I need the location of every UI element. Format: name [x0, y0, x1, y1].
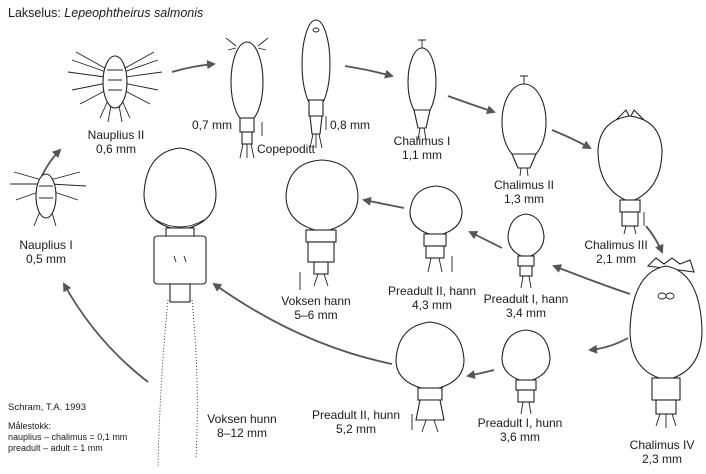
- scale-legend: Målestokk: nauplius – chalimus = 0,1 mm …: [8, 421, 127, 454]
- stage-size: 4,3 mm: [411, 298, 452, 312]
- label-copepodid-size-a: 0,7 mm: [192, 118, 233, 132]
- stage-name: Copepoditt: [256, 142, 316, 156]
- stage-name: Voksen hann: [281, 294, 351, 308]
- chalimus-iii-drawing: [597, 109, 663, 235]
- stage-name: Chalimus IV: [629, 438, 695, 452]
- stage-size: 2,3 mm: [641, 452, 682, 466]
- label-chalimus-ii: Chalimus II 1,3 mm: [494, 178, 554, 206]
- scale-heading: Målestokk:: [8, 421, 52, 431]
- label-nauplius-ii: Nauplius II 0,6 mm: [88, 128, 145, 156]
- voksen-hann-drawing: [285, 159, 359, 290]
- stage-size: 1,1 mm: [401, 148, 442, 162]
- label-copepoditt: Copepoditt: [257, 142, 315, 156]
- preadult-i-hann-drawing: [507, 213, 545, 289]
- label-chalimus-iii: Chalimus III 2,1 mm: [584, 238, 647, 266]
- chalimus-ii-drawing: [501, 75, 547, 177]
- diagram-title: Lakselus: Lepeophtheirus salmonis: [8, 6, 203, 20]
- stage-name: Preadult II, hunn: [311, 408, 401, 422]
- arrow-chalimus-i-to-ii: [447, 95, 496, 115]
- arrow-preadult-i-to-ii-hunn: [466, 369, 495, 379]
- stage-name: Preadult II, hann: [387, 284, 477, 298]
- stage-size: 0,5 mm: [25, 252, 66, 266]
- stage-size: 8–12 mm: [216, 426, 268, 440]
- arrow-nauplius-ii-to-copepodid: [171, 60, 216, 73]
- chalimus-iv-drawing: [629, 257, 703, 428]
- stage-size: 1,3 mm: [503, 192, 544, 206]
- arrow-chalimus-iii-to-iv: [645, 225, 664, 254]
- stage-size: 3,4 mm: [505, 306, 547, 320]
- species-name: Lepeophtheirus salmonis: [64, 6, 204, 20]
- stage-name: Chalimus III: [584, 238, 648, 252]
- preadult-i-hunn-drawing: [501, 329, 551, 415]
- arrow-voksen-hunn-to-nauplius-i: [63, 282, 149, 383]
- stage-size: 5,2 mm: [335, 422, 376, 436]
- arrow-chalimus-iv-to-preadult-i-hunn: [588, 337, 629, 354]
- nauplius-i-drawing: [10, 171, 87, 227]
- label-chalimus-iv: Chalimus IV 2,3 mm: [630, 438, 695, 466]
- cycle-arrows: [39, 60, 664, 383]
- scale-line-preadult-adult: preadult – adult = 1 mm: [8, 443, 103, 453]
- arrow-chalimus-iv-to-preadult-i-hann: [552, 264, 631, 295]
- stage-size: 3,6 mm: [499, 430, 541, 444]
- preadult-ii-hann-drawing: [409, 185, 463, 273]
- chalimus-i-drawing: [407, 39, 437, 141]
- arrow-copepodid-to-chalimus-i: [344, 65, 394, 79]
- voksen-hunn-drawing: [143, 147, 217, 467]
- stage-size: 0,6 mm: [95, 142, 137, 156]
- label-preadult-ii-hann: Preadult II, hann 4,3 mm: [388, 284, 476, 312]
- stage-size: 5–6 mm: [294, 308, 338, 322]
- preadult-ii-hunn-drawing: [395, 321, 465, 433]
- stage-size: 2,1 mm: [595, 252, 637, 266]
- stage-name: Preadult I, hunn: [477, 416, 563, 430]
- stage-name: Voksen hunn: [207, 412, 277, 426]
- label-voksen-hann: Voksen hann 5–6 mm: [281, 294, 350, 322]
- copepodid-a-drawing: [225, 37, 269, 159]
- scale-line-nauplius-chalimus: nauplius – chalimus = 0,1 mm: [8, 432, 128, 442]
- arrow-preadult-ii-hunn-to-voksen-hunn: [212, 282, 393, 365]
- label-voksen-hunn: Voksen hunn 8–12 mm: [207, 412, 276, 440]
- copepodid-b-drawing: [301, 19, 331, 149]
- stage-name: Nauplius II: [87, 128, 145, 142]
- label-preadult-i-hann: Preadult I, hann 3,4 mm: [484, 292, 569, 320]
- stage-name: Chalimus I: [393, 134, 451, 148]
- stage-name: Nauplius I: [19, 238, 73, 252]
- arrow-preadult-i-to-ii-hann: [468, 231, 503, 249]
- title-prefix: Lakselus:: [8, 6, 61, 20]
- stage-name: Preadult I, hann: [483, 292, 569, 306]
- label-preadult-i-hunn: Preadult I, hunn 3,6 mm: [478, 416, 563, 444]
- stage-name: Chalimus II: [493, 178, 555, 192]
- arrow-preadult-ii-hann-to-voksen-hann: [362, 196, 405, 209]
- label-chalimus-i: Chalimus I 1,1 mm: [394, 134, 451, 162]
- label-preadult-ii-hunn: Preadult II, hunn 5,2 mm: [312, 408, 400, 436]
- label-nauplius-i: Nauplius I 0,5 mm: [19, 238, 72, 266]
- nauplius-ii-drawing: [67, 51, 163, 123]
- source-credit: Schram, T.A. 1993: [8, 402, 86, 413]
- label-copepodid-size-b: 0,8 mm: [330, 118, 371, 132]
- arrow-chalimus-ii-to-iii: [551, 129, 592, 149]
